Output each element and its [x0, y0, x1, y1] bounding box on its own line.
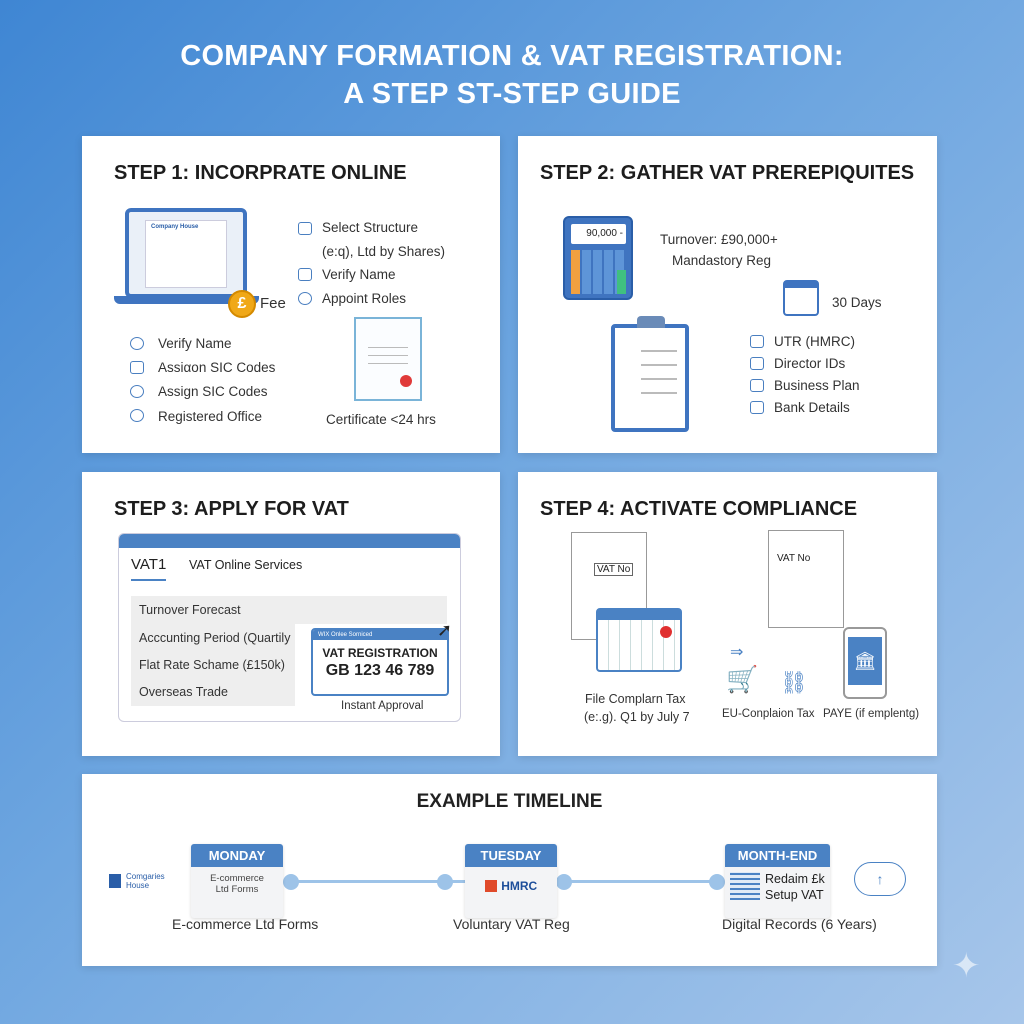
timeline-card: EXAMPLE TIMELINE Comgaries House MONDAY …	[82, 774, 937, 966]
calendar-small-icon	[750, 335, 764, 348]
stage-day: MONDAY	[191, 844, 283, 867]
calendar-icon	[783, 280, 819, 316]
step2-heading: STEP 2: GATHER VAT PREREPIQUITES	[540, 162, 915, 184]
companies-house-logo-icon	[109, 874, 121, 888]
step2-card: STEP 2: GATHER VAT PREREPIQUITES 90,000 …	[518, 136, 937, 453]
prereq-item: UTR (HMRC)	[774, 334, 855, 349]
stage-caption: Digital Records (6 Years)	[722, 916, 877, 932]
timeline-dot	[437, 874, 453, 890]
tab-vat1[interactable]: VAT1	[131, 556, 167, 581]
tab-vat-online-services[interactable]: VAT Online Services	[189, 558, 303, 572]
step3-card: STEP 3: APPLY FOR VAT VAT1 VAT Online Se…	[82, 472, 500, 756]
arrow-icon: ⇒	[730, 644, 744, 661]
clipboard-icon	[611, 316, 689, 432]
left-item: Assign SIC Codes	[158, 384, 268, 399]
stage-box-text: Redaim £k Setup VAT	[765, 872, 825, 902]
certificate-icon	[354, 317, 422, 401]
form-field[interactable]: Turnover Forecast	[131, 596, 447, 624]
shield-icon	[298, 292, 312, 305]
timeline-dot	[709, 874, 725, 890]
doc1-label: VAT No	[594, 563, 634, 576]
money-stack-icon	[730, 872, 760, 900]
paye-label: PAYE (if emplentg)	[823, 708, 920, 720]
pound-coin-icon: £	[228, 290, 256, 318]
timeline-stage-month-end: MONTH-END Redaim £k Setup VAT	[725, 844, 830, 918]
stage-day: TUESDAY	[465, 844, 557, 867]
form-field[interactable]: Acccunting Period (Quartily	[131, 624, 295, 652]
fee-label: Fee	[260, 295, 286, 312]
card-icon	[130, 361, 144, 374]
stage-caption: E-commerce Ltd Forms	[172, 916, 319, 932]
bank-icon	[750, 401, 764, 414]
calendar-icon	[596, 608, 682, 672]
left-item: Registered Office	[158, 409, 263, 424]
edit-icon	[750, 357, 764, 370]
title-line2: A STEP ST-STEP GUIDE	[343, 78, 681, 110]
calculator-icon: 90,000 -	[563, 216, 633, 300]
calculator-display: 90,000 -	[571, 224, 626, 244]
popup-header: WIX Onlee Sorniced	[313, 630, 447, 640]
step3-heading: STEP 3: APPLY FOR VAT	[114, 498, 349, 520]
sparkle-icon: ✦	[952, 947, 981, 985]
document-icon: VAT No	[768, 530, 844, 628]
vat-number: GB 123 46 789	[325, 662, 435, 679]
hmrc-logo: HMRC	[501, 878, 538, 893]
companies-house-logo: Comgaries House	[126, 872, 165, 890]
popup-title: VAT REGISTRATION	[322, 646, 438, 660]
prereq-item: Bank Details	[774, 400, 850, 415]
cloud-upload-icon: ↑	[854, 862, 906, 896]
prereq-item: Director IDs	[774, 356, 846, 371]
stage-caption: Voluntary VAT Reg	[453, 916, 570, 932]
file-label-1: File Complarn Tax	[585, 692, 686, 706]
search-icon	[130, 337, 144, 350]
turnover-label: Turnover: £90,000+	[660, 232, 778, 247]
step4-card: STEP 4: ACTIVATE COMPLIANCE VAT No VAT N…	[518, 472, 937, 756]
form-field[interactable]: Overseas Trade	[131, 678, 295, 706]
link-icon: ⛓	[780, 670, 808, 695]
timeline-stage-monday: MONDAY E-commerce Ltd Forms	[191, 844, 283, 918]
mandatory-label: Mandastory Reg	[672, 253, 772, 268]
vat-registration-popup: WIX Onlee Sorniced VAT REGISTRATION GB 1…	[311, 628, 449, 696]
right-item: Verify Name	[322, 267, 396, 282]
left-item: Assiαon SIC Codes	[158, 360, 276, 375]
timeline-heading: EXAMPLE TIMELINE	[416, 791, 603, 812]
form-field[interactable]: Flat Rate Schame (£150k)	[131, 651, 295, 679]
hmrc-crest-icon	[484, 879, 497, 892]
timeline-stage-tuesday: TUESDAY HMRC	[465, 844, 557, 918]
laptop-screen-title: Company House	[151, 224, 199, 230]
title-line1: COMPANY FORMATION & VAT REGISTRATION:	[180, 40, 844, 72]
structure-icon	[298, 222, 312, 235]
timeline-dot	[283, 874, 299, 890]
document-icon	[298, 268, 312, 281]
right-item: Appoint Roles	[322, 291, 407, 306]
vat-browser-window: VAT1 VAT Online Services Turnover Foreca…	[118, 533, 461, 722]
stage-box-text: E-commerce Ltd Forms	[210, 873, 264, 895]
certificate-label: Certificate <24 hrs	[326, 412, 436, 427]
dollar-icon	[130, 385, 144, 398]
right-item: (e:q), Ltd by Shares)	[322, 244, 446, 259]
stage-day: MONTH-END	[725, 844, 830, 867]
prereq-item: Business Plan	[774, 378, 860, 393]
instant-approval-label: Instant Approval	[341, 700, 424, 712]
step4-heading: STEP 4: ACTIVATE COMPLIANCE	[540, 498, 858, 520]
clock-icon	[130, 409, 144, 422]
doc2-label: VAT No	[777, 553, 811, 564]
left-item: Verify Name	[158, 336, 232, 351]
right-item: Select Structure	[322, 220, 419, 235]
phone-bank-icon: 🏛	[843, 627, 887, 699]
file-label-2: (e:.g). Q1 by July 7	[584, 710, 690, 724]
grid-icon	[750, 379, 764, 392]
days-label: 30 Days	[832, 295, 882, 310]
laptop-icon: Company House	[125, 208, 247, 298]
eu-label: EU-Conplaion Tax	[722, 708, 815, 720]
cursor-icon: ➚	[437, 620, 453, 640]
cart-icon: 🛒	[726, 664, 759, 694]
timeline-dot	[556, 874, 572, 890]
step1-card: STEP 1: INCORPRATE ONLINE Company House …	[82, 136, 500, 453]
step1-heading: STEP 1: INCORPRATE ONLINE	[114, 162, 407, 184]
